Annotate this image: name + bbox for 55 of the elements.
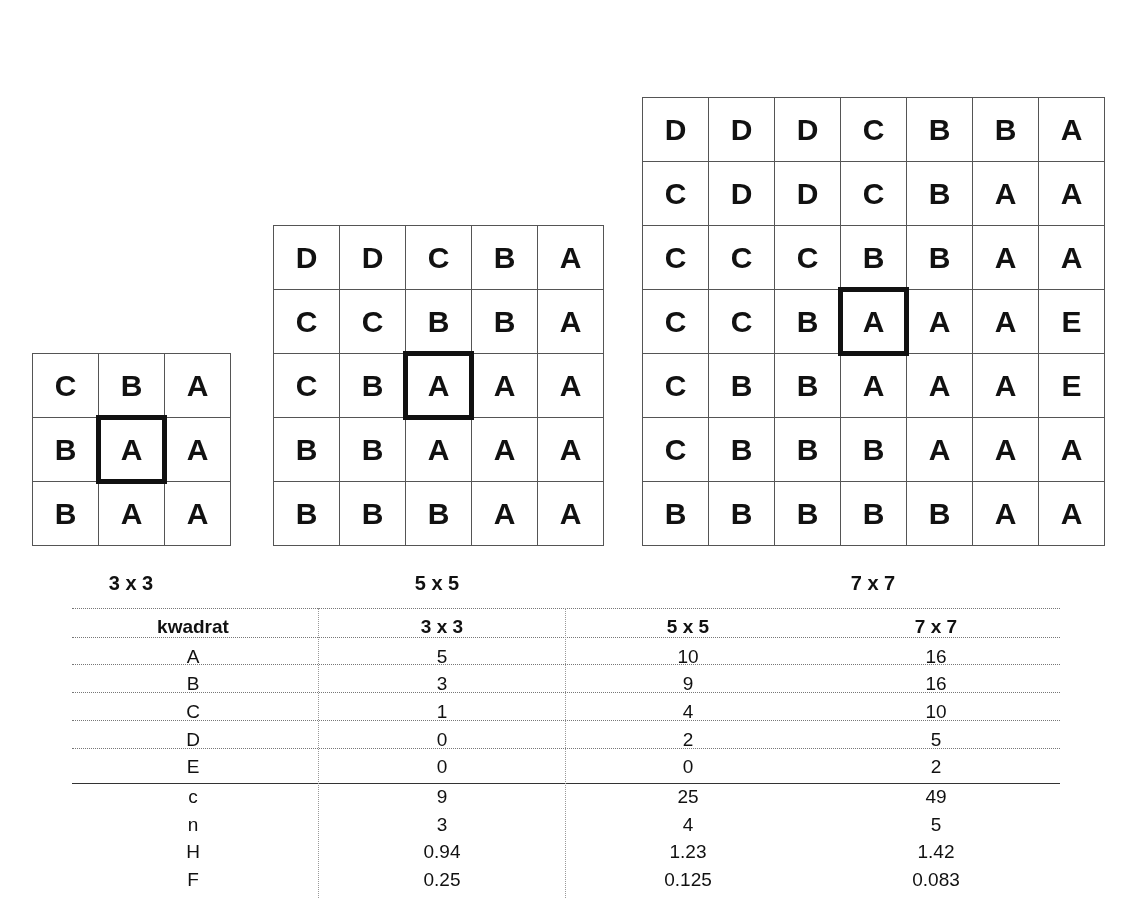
grid-cell: A (1038, 97, 1105, 162)
table-value: 2 (930, 756, 942, 778)
row-header: c (188, 786, 198, 808)
row-header: F (187, 869, 199, 891)
table-value: 0 (682, 756, 694, 778)
grid-caption: 7 x 7 (850, 572, 896, 595)
grid-caption: 3 x 3 (108, 572, 154, 595)
table-value: 0 (436, 756, 448, 778)
row-header: B (186, 673, 200, 695)
column-header: kwadrat (157, 616, 229, 638)
table-value: 1.42 (917, 841, 955, 863)
grid-cell: A (537, 481, 604, 546)
table-value: 0 (436, 729, 448, 751)
grid-cell: B (642, 481, 709, 546)
table-value: 0.25 (423, 869, 461, 891)
table-value: 5 (436, 646, 448, 668)
row-header: E (186, 756, 200, 778)
table-value: 25 (677, 786, 699, 808)
table-value: 10 (925, 701, 947, 723)
table-value: 5 (930, 729, 942, 751)
table-value: 9 (682, 673, 694, 695)
grid-cell: D (273, 225, 340, 290)
grid-cell: B (32, 481, 99, 546)
row-header: D (186, 729, 200, 751)
table-value: 3 (436, 814, 448, 836)
grid-cell: C (32, 353, 99, 418)
table-value: 9 (436, 786, 448, 808)
table-value: 1 (436, 701, 448, 723)
grid-cell: A (1038, 481, 1105, 546)
table-value: 16 (925, 673, 947, 695)
grid-cell: D (642, 97, 709, 162)
row-header: n (187, 814, 199, 836)
grid-caption: 5 x 5 (414, 572, 460, 595)
column-header: 5 x 5 (666, 616, 710, 638)
table-value: 10 (677, 646, 699, 668)
table-value: 0.125 (664, 869, 712, 891)
grid-cell: B (273, 481, 340, 546)
grid-cell: A (164, 353, 231, 418)
table-value: 4 (682, 701, 694, 723)
table-value: 49 (925, 786, 947, 808)
table-value: 5 (930, 814, 942, 836)
table-value: 2 (682, 729, 694, 751)
table-value: 0.083 (912, 869, 960, 891)
table-value: 1.23 (669, 841, 707, 863)
table-value: 4 (682, 814, 694, 836)
row-header: A (186, 646, 200, 668)
grid-cell: A (164, 481, 231, 546)
column-header: 3 x 3 (420, 616, 464, 638)
column-header: 7 x 7 (914, 616, 958, 638)
row-header: C (186, 701, 200, 723)
table-value: 0.94 (423, 841, 461, 863)
row-header: H (186, 841, 200, 863)
table-value: 3 (436, 673, 448, 695)
table-value: 16 (925, 646, 947, 668)
grid-cell: A (537, 225, 604, 290)
